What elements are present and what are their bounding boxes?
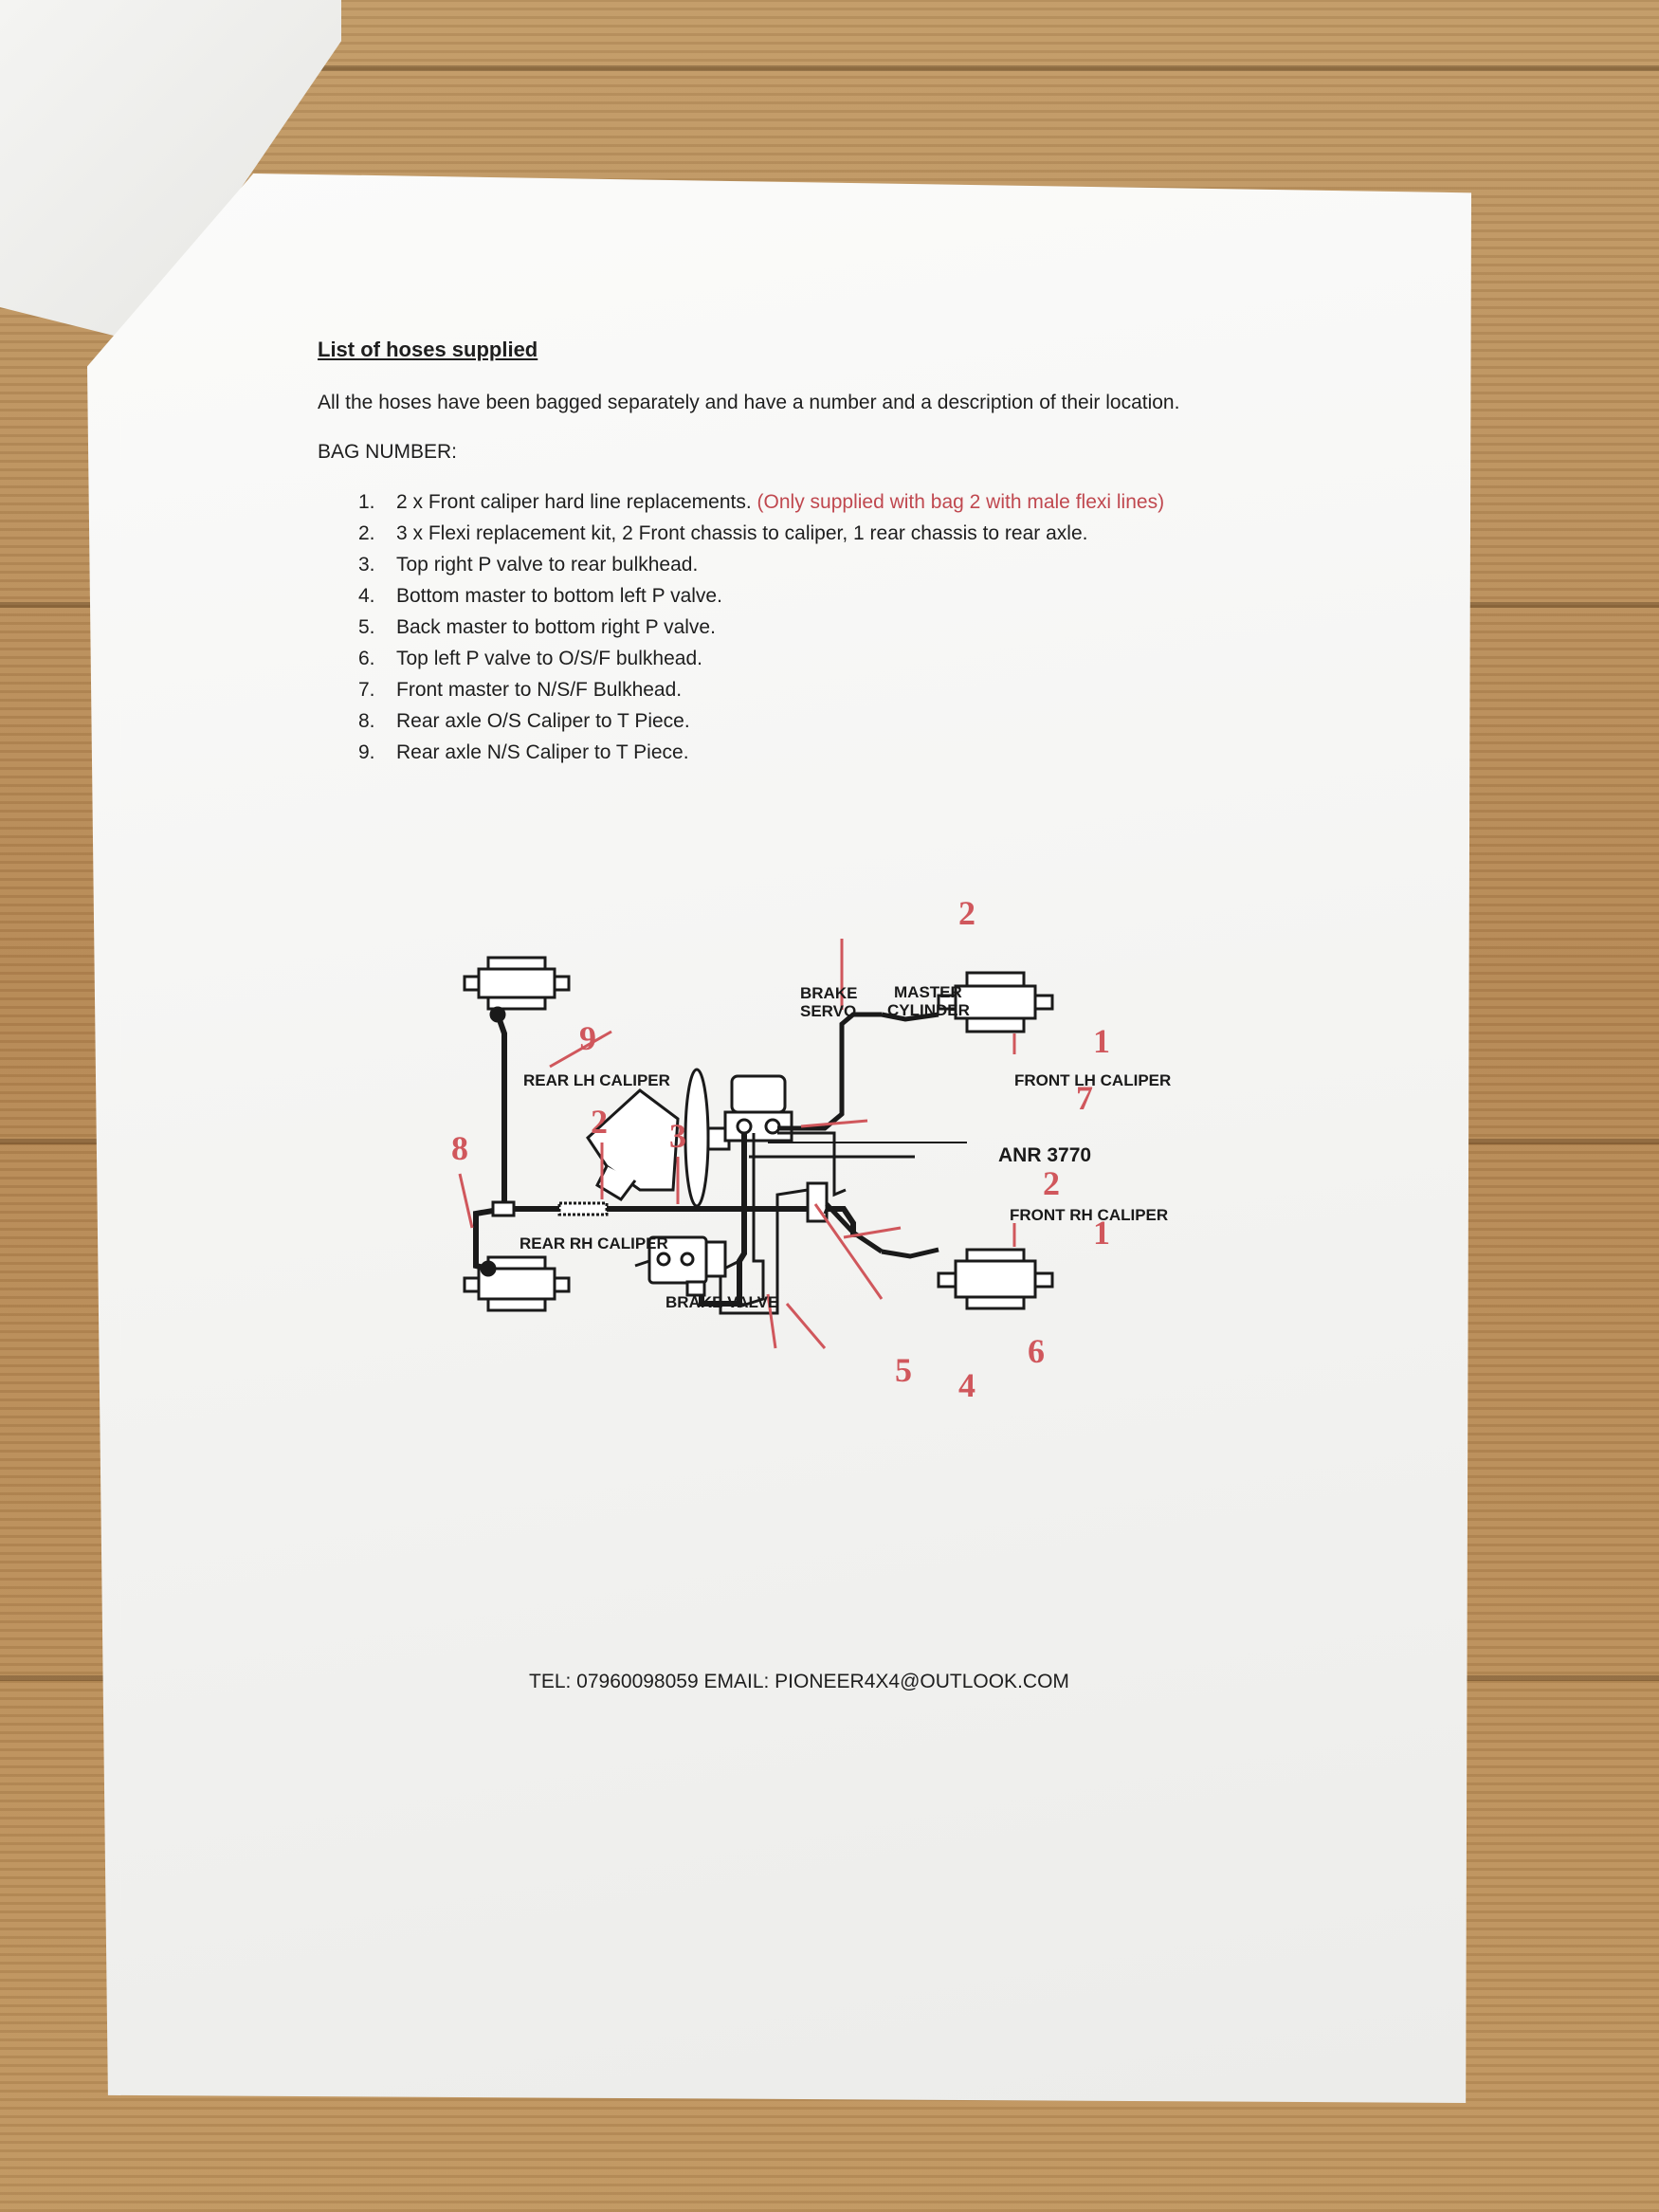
rear-rh-caliper-label: REAR RH CALIPER	[520, 1234, 668, 1252]
list-item: 7. Front master to N/S/F Bulkhead.	[358, 674, 1164, 705]
master-cylinder-icon	[723, 1074, 793, 1143]
hose-list: 1. 2 x Front caliper hard line replacemen…	[358, 486, 1164, 768]
item-text: 2 x Front caliper hard line replacements…	[396, 491, 752, 513]
item-text: 3 x Flexi replacement kit, 2 Front chass…	[396, 522, 1088, 544]
front-lh-caliper-label: FRONT LH CALIPER	[1014, 1071, 1171, 1089]
callout-number: 6	[1028, 1332, 1045, 1370]
item-text: Rear axle O/S Caliper to T Piece.	[396, 710, 690, 732]
item-note: (Only supplied with bag 2 with male flex…	[757, 491, 1165, 513]
item-number: 8.	[358, 710, 375, 732]
callout-number: 2	[591, 1103, 608, 1141]
list-item: 6. Top left P valve to O/S/F bulkhead.	[358, 643, 1164, 674]
contact-footer: TEL: 07960098059 EMAIL: PIONEER4X4@OUTLO…	[529, 1671, 1069, 1692]
front-lh-caliper-icon	[881, 971, 1054, 1033]
list-item: 4. Bottom master to bottom left P valve.	[358, 580, 1164, 612]
document-intro: All the hoses have been bagged separatel…	[318, 392, 1180, 413]
item-number: 3.	[358, 554, 375, 576]
item-number: 4.	[358, 585, 375, 607]
callout-number: 2	[1043, 1164, 1060, 1202]
item-text: Front master to N/S/F Bulkhead.	[396, 679, 683, 701]
callout-number: 9	[579, 1019, 596, 1057]
rear-lh-caliper-label: REAR LH CALIPER	[523, 1071, 670, 1089]
list-item: 1. 2 x Front caliper hard line replacemen…	[358, 486, 1164, 518]
brake-valve-icon	[634, 1235, 727, 1297]
master-cylinder-label: MASTER	[894, 983, 962, 1001]
callout-number: 4	[958, 1366, 975, 1404]
bag-number-heading: BAG NUMBER:	[318, 441, 458, 463]
item-number: 1.	[358, 491, 375, 513]
list-item: 2. 3 x Flexi replacement kit, 2 Front cha…	[358, 518, 1164, 549]
item-number: 7.	[358, 679, 375, 701]
list-item: 8. Rear axle O/S Caliper to T Piece.	[358, 705, 1164, 737]
item-text: Top right P valve to rear bulkhead.	[396, 554, 699, 576]
brake-servo-icon	[586, 1068, 731, 1208]
brake-servo-label: SERVO	[800, 1002, 856, 1020]
callout-number: 2	[958, 894, 975, 932]
brake-servo-label: BRAKE	[800, 984, 857, 1002]
callout-number: 7	[1076, 1079, 1093, 1117]
list-item: 5. Back master to bottom right P valve.	[358, 612, 1164, 643]
brake-valve-label: BRAKE VALVE	[665, 1293, 778, 1311]
rear-lh-caliper-icon	[463, 956, 571, 1023]
callout-number: 1	[1093, 1022, 1110, 1060]
list-item: 9. Rear axle N/S Caliper to T Piece.	[358, 737, 1164, 768]
document-title: List of hoses supplied	[318, 338, 538, 361]
item-number: 9.	[358, 741, 375, 763]
item-number: 5.	[358, 616, 375, 638]
item-text: Rear axle N/S Caliper to T Piece.	[396, 741, 689, 763]
rear-rh-caliper-icon	[463, 1255, 571, 1312]
item-text: Back master to bottom right P valve.	[396, 616, 716, 638]
front-rh-caliper-label: FRONT RH CALIPER	[1010, 1206, 1168, 1224]
callout-number: 3	[669, 1117, 686, 1155]
callout-number: 5	[895, 1351, 912, 1389]
item-text: Top left P valve to O/S/F bulkhead.	[396, 648, 702, 669]
callout-number: 1	[1093, 1214, 1110, 1252]
master-cylinder-label: CYLINDER	[887, 1001, 970, 1019]
brake-system-diagram: BRAKE SERVO MASTER CYLINDER REAR LH CALI…	[451, 894, 1171, 1404]
front-rh-caliper-icon	[881, 1247, 1054, 1310]
callout-number: 8	[451, 1129, 468, 1167]
part-number-label: ANR 3770	[998, 1144, 1091, 1166]
item-number: 6.	[358, 648, 375, 669]
item-number: 2.	[358, 522, 375, 544]
item-text: Bottom master to bottom left P valve.	[396, 585, 722, 607]
list-item: 3. Top right P valve to rear bulkhead.	[358, 549, 1164, 580]
